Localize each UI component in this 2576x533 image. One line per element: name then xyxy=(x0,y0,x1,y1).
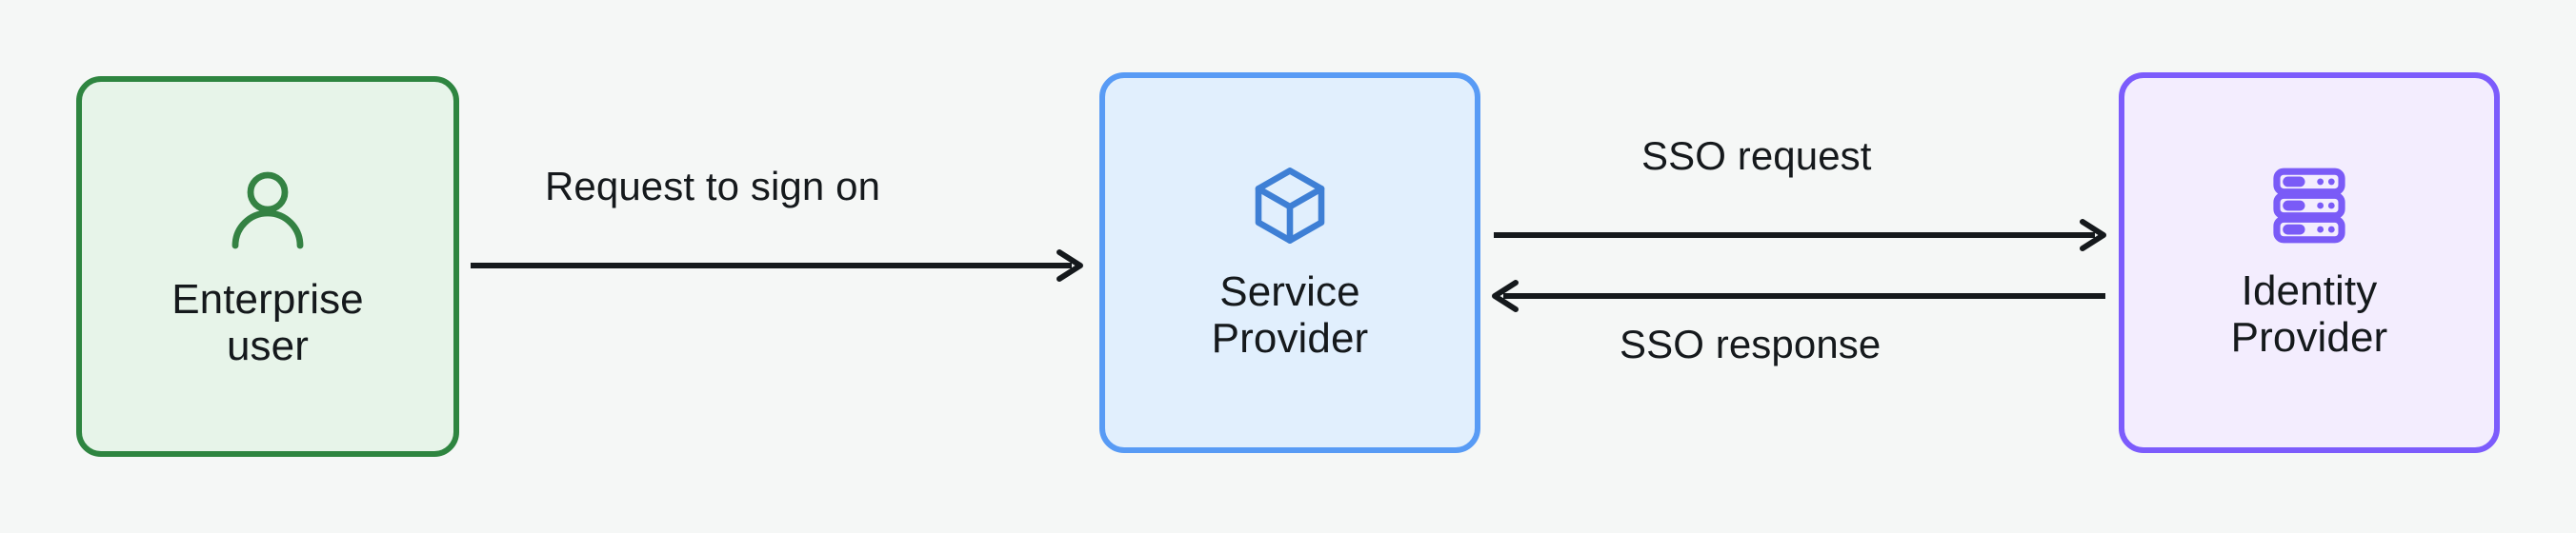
node-service-provider-label: Service Provider xyxy=(1211,267,1369,362)
edge-arrow-sso-request xyxy=(1494,219,2106,251)
edge-label-sso-response: SSO response xyxy=(1620,322,1882,366)
person-icon xyxy=(222,164,313,255)
edge-label-request-to-sign-on: Request to sign on xyxy=(545,164,881,208)
node-enterprise-user[interactable]: Enterprise user xyxy=(76,76,459,457)
edge-arrow-sso-response xyxy=(1492,280,2105,312)
node-identity-provider[interactable]: Identity Provider xyxy=(2119,72,2500,453)
edge-arrow-request-to-sign-on xyxy=(471,249,1083,282)
cube-icon xyxy=(1248,164,1332,247)
node-identity-provider-label: Identity Provider xyxy=(2230,266,2388,361)
edge-label-sso-request: SSO request xyxy=(1641,133,1872,178)
node-enterprise-user-label: Enterprise user xyxy=(171,275,364,369)
node-service-provider[interactable]: Service Provider xyxy=(1099,72,1480,453)
server-rack-icon xyxy=(2268,165,2350,247)
